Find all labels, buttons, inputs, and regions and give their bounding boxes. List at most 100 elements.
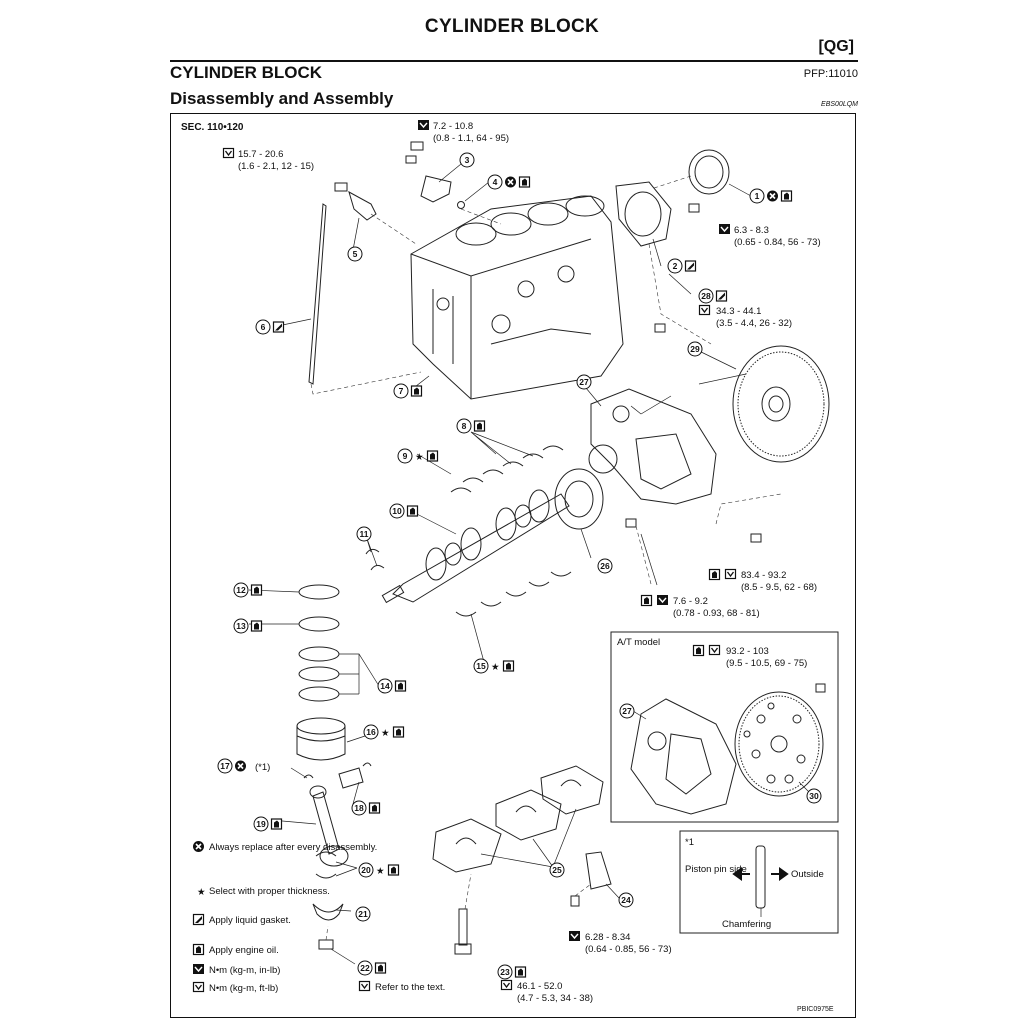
crankshaft (381, 489, 570, 604)
torque-inlb-icon (192, 963, 205, 975)
svg-text:(0.64 - 0.85, 56 - 73): (0.64 - 0.85, 56 - 73) (585, 944, 672, 955)
callout-25: 25 (549, 862, 565, 878)
piston (296, 717, 346, 761)
callout-1: 1 (749, 188, 793, 204)
callout-23: 23 (497, 964, 527, 980)
svg-text:15: 15 (476, 661, 486, 671)
callout-24: 24 (618, 892, 634, 908)
callout-26: 26 (597, 558, 613, 574)
callout-18: 18 (351, 800, 381, 816)
legend-select-thickness: Select with proper thickness. (209, 886, 330, 897)
svg-text:15.7 - 20.6: 15.7 - 20.6 (238, 149, 283, 160)
svg-text:(1.6 - 2.1, 12 - 15): (1.6 - 2.1, 12 - 15) (238, 161, 314, 172)
retainer-bolt (688, 203, 700, 213)
svg-text:23: 23 (500, 967, 510, 977)
connecting-rod-cap (312, 903, 344, 950)
svg-text:3: 3 (465, 155, 470, 165)
torque-t9: 46.1 - 52.0 (4.7 - 5.3, 34 - 38) (500, 979, 593, 1004)
engine-oil-icon (387, 864, 400, 876)
svg-text:18: 18 (354, 803, 364, 813)
main-bearing-caps (432, 765, 604, 873)
svg-text:25: 25 (552, 865, 562, 875)
svg-text:Refer to the text.: Refer to the text. (375, 982, 445, 993)
engine-oil-icon (192, 943, 205, 956)
callout-6: 6 (255, 319, 285, 335)
callout-27: 27 (576, 374, 592, 390)
svg-text:1: 1 (755, 191, 760, 201)
legend: Always replace after every disassembly. … (192, 840, 377, 994)
svg-text:5: 5 (353, 249, 358, 259)
always-replace-icon (192, 840, 205, 853)
engine-oil-icon (392, 726, 405, 738)
svg-text:*1: *1 (685, 837, 694, 848)
engine-oil-icon (518, 176, 531, 188)
liquid-gasket-icon (684, 260, 697, 272)
exploded-diagram: SEC. 110•120 (181, 119, 839, 1013)
star-icon: ★ (376, 866, 385, 877)
engine-oil-icon (406, 505, 419, 517)
svg-text:6.28 - 8.34: 6.28 - 8.34 (585, 932, 630, 943)
header-rule (170, 60, 858, 62)
note-ref: (*1) (255, 762, 270, 773)
svg-text:2: 2 (673, 261, 678, 271)
rear-plate-bolt (654, 323, 666, 333)
legend-liquid-gasket: Apply liquid gasket. (209, 915, 291, 926)
callout-2: 2 (667, 258, 697, 274)
svg-text:(0.65 - 0.84, 56 - 73): (0.65 - 0.84, 56 - 73) (734, 237, 821, 248)
torque-t2: 15.7 - 20.6 (1.6 - 2.1, 12 - 15) (222, 147, 314, 172)
svg-text:29: 29 (690, 344, 700, 354)
callout-17: 17 (217, 758, 247, 774)
svg-text:7.2 - 10.8: 7.2 - 10.8 (433, 121, 473, 132)
callout-12: 12 (233, 582, 263, 598)
main-bearing-upper (450, 445, 564, 493)
callout-27: 27 (619, 703, 635, 719)
svg-text:4: 4 (493, 177, 498, 187)
svg-text:(0.8 - 1.1, 64 - 95): (0.8 - 1.1, 64 - 95) (433, 133, 509, 144)
svg-text:12: 12 (236, 585, 246, 595)
engine-oil-icon (473, 420, 486, 432)
svg-text:24: 24 (621, 895, 631, 905)
svg-text:(8.5 - 9.5, 62 - 68): (8.5 - 9.5, 62 - 68) (741, 582, 817, 593)
callout-4: 4 (487, 174, 531, 190)
at-model-label: A/T model (617, 637, 660, 648)
callout-30: 30 (806, 788, 822, 804)
oil-jet (334, 182, 377, 221)
svg-text:19: 19 (256, 819, 266, 829)
rear-oil-seal-retainer (615, 181, 672, 247)
callout-28: 28 (698, 288, 728, 304)
callout-9: 9★ (397, 448, 439, 464)
callout-21: 21 (355, 906, 371, 922)
legend-torque-inlb: N•m (kg-m, in-lb) (209, 965, 280, 976)
main-bearing-lower (455, 571, 572, 617)
bracket (585, 851, 612, 890)
torque-ftlb-icon (192, 981, 205, 993)
torque-t5: 83.4 - 93.2 (8.5 - 9.5, 62 - 68) (708, 568, 817, 593)
liquid-gasket-icon (192, 913, 205, 926)
svg-text:30: 30 (809, 791, 819, 801)
ebs-code: EBS00LQM (821, 101, 858, 108)
page-title: CYLINDER BLOCK (424, 16, 600, 37)
svg-text:17: 17 (220, 761, 230, 771)
svg-text:9: 9 (403, 451, 408, 461)
liquid-gasket-icon (715, 290, 728, 302)
svg-text:28: 28 (701, 291, 711, 301)
torque-t4: 34.3 - 44.1 (3.5 - 4.4, 26 - 32) (698, 304, 792, 329)
always-replace-icon (766, 189, 779, 203)
engine-oil-icon (780, 190, 793, 202)
svg-text:21: 21 (358, 909, 368, 919)
svg-text:20: 20 (361, 865, 371, 875)
chamfering-label: Chamfering (722, 919, 771, 930)
at-model-box: A/T model 93.2 - 103 (9.5 - 10.5, 69 - 7… (610, 631, 839, 823)
svg-text:34.3 - 44.1: 34.3 - 44.1 (716, 306, 761, 317)
svg-text:16: 16 (366, 727, 376, 737)
torque-t8: 6.28 - 8.34 (0.64 - 0.85, 56 - 73) (568, 930, 672, 955)
signal-plate-inner (564, 480, 594, 518)
svg-text:13: 13 (236, 621, 246, 631)
connecting-rod-bearing (315, 851, 337, 879)
sec-label: SEC. 110•120 (181, 122, 244, 133)
svg-text:11: 11 (360, 529, 369, 539)
svg-text:83.4 - 93.2: 83.4 - 93.2 (741, 570, 786, 581)
svg-text:(4.7 - 5.3, 34 - 38): (4.7 - 5.3, 34 - 38) (517, 993, 593, 1004)
sensor-bracket (405, 141, 452, 203)
